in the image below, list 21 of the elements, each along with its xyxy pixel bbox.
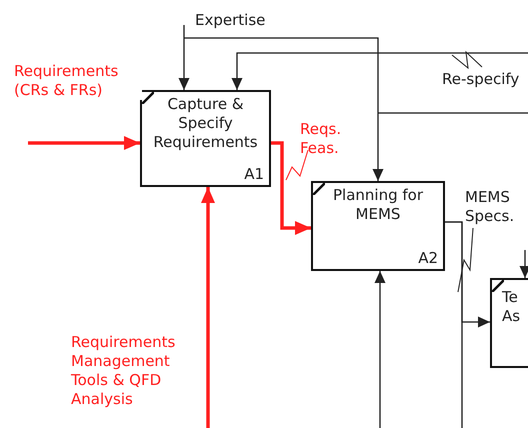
edge-label: Requirements (CRs & FRs) [14,62,142,100]
activity-box [140,90,271,187]
arrow [201,187,215,428]
activity-name: Capture & Specify Requirements [152,95,259,152]
activity-name: Planning for MEMS [332,186,424,224]
arrow [184,37,384,181]
edge-label: Re-specify [442,70,520,89]
arrow [178,25,190,90]
arrow [28,136,140,150]
arrow [271,141,311,235]
activity-number: A2 [418,249,438,267]
arrow [374,271,386,428]
edge-label: Expertise [195,11,266,30]
activity-name: Te As [502,288,522,326]
activity-box [311,181,445,271]
edge-label: MEMS Specs. [465,188,514,226]
edge-label: Reqs. Feas. [300,120,342,158]
activity-box [490,278,528,368]
activity-number: A1 [244,165,264,183]
arrow [232,52,528,90]
arrow [520,250,528,278]
